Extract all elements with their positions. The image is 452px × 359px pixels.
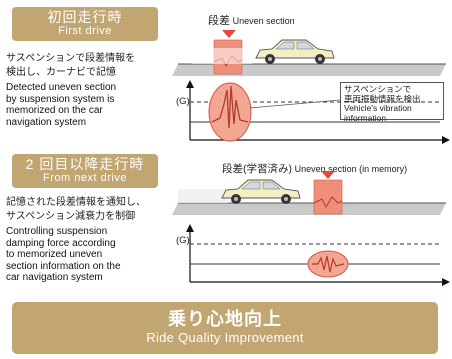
next-road (172, 203, 446, 215)
first-road-scene (172, 30, 446, 76)
next-drive-badge: 2 回目以降走行時 From next drive (12, 154, 158, 188)
result-title-jp: 乗り心地向上 (168, 309, 282, 329)
first-road (172, 64, 446, 76)
result-title-en: Ride Quality Improvement (146, 330, 304, 345)
next-step-label: 段差(学習済み) Uneven section (in memory) (222, 163, 408, 175)
next-marker-triangle (321, 171, 335, 179)
first-step-label: 段差 Uneven section (208, 15, 295, 27)
next-drive-title-jp: 2 回目以降走行時 (25, 156, 145, 172)
first-drive-title-en: First drive (58, 25, 112, 37)
callout-connector (249, 99, 341, 109)
next-damped-vibration (312, 255, 345, 273)
first-marker-triangle (222, 30, 236, 38)
next-uneven-section (313, 179, 343, 215)
first-car-icon (255, 39, 335, 64)
next-vibration-graph (186, 224, 450, 286)
next-drive-desc-en: Controlling suspension damping force acc… (6, 226, 121, 284)
first-drive-desc-en: Detected uneven section by suspension sy… (6, 82, 117, 128)
first-drive-title-jp: 初回走行時 (47, 9, 123, 25)
first-vibration-spike (211, 85, 249, 129)
next-drive-title-en: From next drive (43, 172, 127, 184)
first-drive-badge: 初回走行時 First drive (12, 7, 158, 41)
first-vibration-graph (186, 80, 450, 144)
vibration-callout: サスペンションで 車両振動情報を検出 Vehicle's vibration i… (340, 82, 444, 122)
first-drive-desc-jp: サスペンションで段差情報を 検出し、カーナビで記憶 (6, 53, 136, 78)
next-car-icon (221, 179, 301, 204)
next-road-scene (172, 171, 446, 215)
next-drive-desc-jp: 記憶された段差情報を通知し、 サスペンション減衰力を制御 (6, 197, 146, 222)
next-graph-g-label: (G) (176, 235, 190, 246)
result-banner: 乗り心地向上 Ride Quality Improvement (12, 302, 438, 354)
first-graph-g-label: (G) (176, 96, 190, 107)
